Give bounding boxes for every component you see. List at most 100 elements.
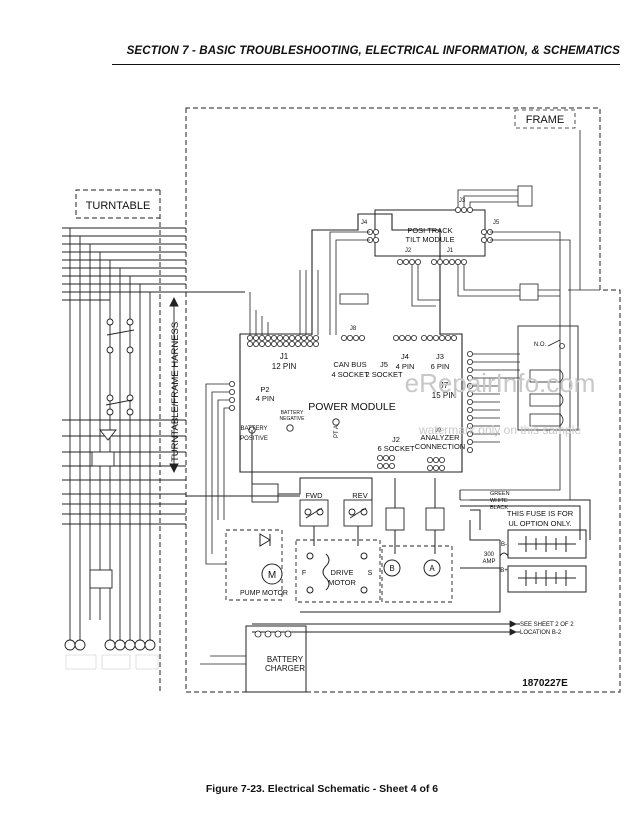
- fuse-note-line2: UL OPTION ONLY.: [508, 519, 571, 528]
- fwd-label: FWD: [305, 491, 323, 500]
- frame-boundary: [185, 107, 621, 693]
- j3-label: J3: [436, 352, 444, 361]
- brake-valve-module: [517, 325, 579, 431]
- motor-b-symbol: B: [389, 564, 394, 573]
- power-module-label: POWER MODULE: [308, 401, 396, 413]
- p2-wires: [205, 383, 229, 565]
- contactors: [251, 483, 445, 531]
- fuse-amp-line2: AMP: [482, 559, 495, 565]
- j2-bottom-pins: 6 SOCKET: [377, 444, 415, 453]
- drawing-number: 1870227E: [522, 678, 568, 689]
- j1-pins: 12 PIN: [272, 362, 297, 371]
- field-f-symbol: F: [302, 570, 306, 577]
- posi-track-line2: TILT MODULE: [406, 235, 455, 244]
- pump-motor: [259, 533, 283, 585]
- battery-charger-box: [245, 625, 307, 693]
- turntable-label: TURNTABLE: [86, 200, 151, 212]
- harness-label: TURNTABLE/FRAME HARNESS: [170, 322, 181, 462]
- j5-can-line1: CAN BUS: [333, 360, 366, 369]
- section-title: SECTION 7 - BASIC TROUBLESHOOTING, ELECT…: [126, 44, 620, 57]
- wire-white: WHITE: [490, 498, 508, 504]
- pt-a-label: PT A: [334, 425, 340, 438]
- drive-motor: [306, 552, 441, 594]
- j4-label: J4: [401, 352, 409, 361]
- fuse-amp-line1: 300: [484, 552, 495, 558]
- battery-b-plus: B+: [500, 568, 508, 574]
- see-sheet-line2: LOCATION B-2: [520, 630, 562, 636]
- left-control-switches: [91, 318, 135, 467]
- rev-label: REV: [352, 491, 367, 500]
- wire-green: GREEN: [490, 491, 510, 497]
- battery-positive-line1: BATTERY: [240, 426, 267, 432]
- pump-motor-symbol: M: [268, 570, 276, 581]
- j5-can-connector: [339, 293, 369, 341]
- posi-track-line1: POSI TRACK: [407, 226, 452, 235]
- motor-a-symbol: A: [429, 564, 435, 573]
- frame-label-box: [514, 109, 576, 129]
- armature-enclosure: [381, 545, 453, 603]
- right-battery-bank: [499, 529, 587, 593]
- posi-j2-label: J2: [405, 248, 412, 254]
- j2-bottom-label: J2: [392, 435, 400, 444]
- posi-j3-label: J3: [459, 198, 466, 204]
- j5-label: J5: [380, 360, 388, 369]
- j1-connector: [246, 334, 319, 347]
- watermark-line2: watermark only on this sample: [418, 423, 581, 437]
- power-module-outline: [239, 213, 463, 473]
- j3-pins: 6 PIN: [431, 362, 450, 371]
- battery-positive-line2: POSITIVE: [240, 436, 268, 442]
- drive-motor-enclosure: [295, 539, 381, 603]
- frame-label: FRAME: [526, 114, 565, 126]
- battery-charger-line1: BATTERY: [267, 655, 304, 664]
- j4-pins: 4 PIN: [396, 362, 415, 371]
- battery-negative-line1: BATTERY: [281, 410, 304, 416]
- turntable-boundary: [75, 189, 161, 692]
- turntable-wire-bundle: [62, 227, 245, 525]
- j7-pins: 15 PIN: [432, 391, 457, 400]
- bottom-left-connectors: [64, 569, 156, 651]
- j4-j3-connectors: [392, 334, 457, 341]
- j9-label: J9: [435, 428, 442, 434]
- j8-label: J8: [350, 326, 357, 332]
- see-sheet-arrows: [509, 620, 517, 636]
- posi-track-pins: [366, 206, 493, 265]
- small-schematic-notes-left: [65, 654, 159, 670]
- no-contact-label: N.O.: [534, 342, 547, 348]
- charger-feed-wires: [200, 655, 246, 665]
- j7-label: J7: [440, 381, 449, 390]
- j1-wires: [249, 270, 319, 335]
- posi-j4-label: J4: [361, 220, 368, 226]
- battery-charger-line2: CHARGER: [265, 664, 305, 673]
- battery-terminals: [248, 418, 340, 434]
- j1-label: J1: [280, 352, 289, 361]
- analyzer-line2: CONNECTION: [415, 442, 465, 451]
- j2-socket-line: 2 SOCKET: [365, 370, 403, 379]
- fuse-note-line1: THIS FUSE IS FOR: [507, 509, 574, 518]
- analyzer-line1: ANALYZER: [420, 433, 460, 442]
- top-plug: [517, 185, 533, 207]
- watermark-line1: eRepairInfo.com: [405, 368, 596, 398]
- pump-motor-label: PUMP MOTOR: [240, 590, 288, 597]
- field-s-symbol: S: [368, 570, 373, 577]
- j5-can-line2: 4 SOCKET: [331, 370, 369, 379]
- wire-black: BLACK: [490, 505, 508, 511]
- drive-motor-line2: MOTOR: [328, 578, 356, 587]
- drive-motor-line1: DRIVE: [331, 568, 354, 577]
- power-wiring: [186, 430, 591, 633]
- p2-connector: [228, 380, 235, 411]
- posi-j1-label: J1: [447, 248, 454, 254]
- battery-negative-line2: NEGATIVE: [280, 416, 306, 422]
- pump-motor-enclosure: [225, 529, 283, 601]
- j7-connector: [466, 350, 473, 453]
- p2-pins: 4 PIN: [256, 394, 275, 403]
- battery-b-minus: B-: [501, 542, 507, 548]
- j7-wires: [473, 353, 520, 443]
- header-divider: [112, 64, 620, 65]
- right-plug: [519, 283, 539, 301]
- j2-bottom-connector: [376, 454, 445, 471]
- figure-caption: Figure 7-23. Electrical Schematic - Shee…: [205, 783, 439, 795]
- posi-j5-label: J5: [493, 220, 500, 226]
- charger-terminals: [254, 630, 292, 638]
- valve-coils: [529, 339, 565, 427]
